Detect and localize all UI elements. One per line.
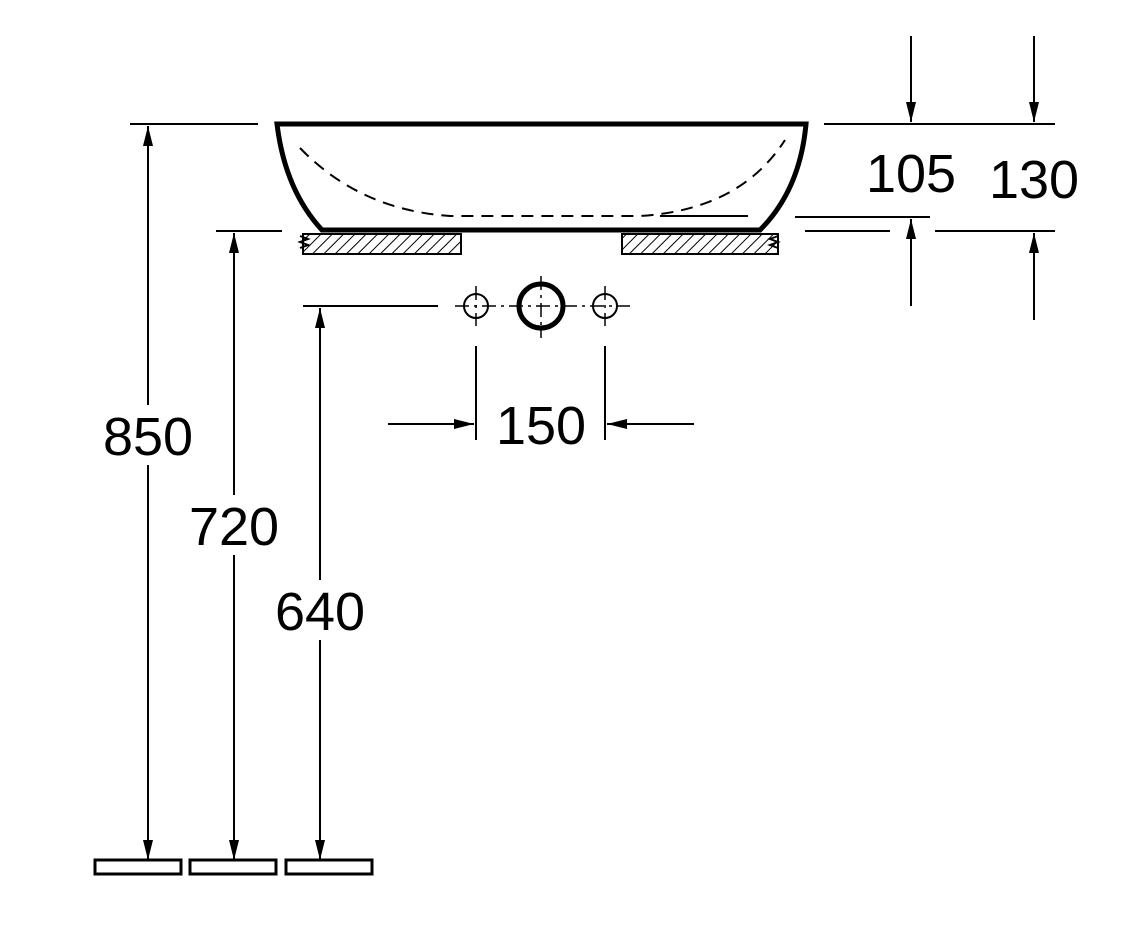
countertop-left-hatch <box>302 233 462 255</box>
floor-block-3 <box>284 858 374 876</box>
connections <box>455 276 630 338</box>
label-basin-inner-depth: 105 <box>866 144 956 204</box>
basin-body <box>274 121 809 233</box>
floor <box>93 858 374 876</box>
label-basin-bottom-height: 720 <box>189 497 279 557</box>
basin-inner-bowl <box>299 139 786 217</box>
extension-lines <box>130 123 1055 440</box>
label-tap-spacing: 150 <box>496 396 586 456</box>
countertop <box>297 233 781 255</box>
break-mark-right <box>767 235 781 249</box>
floor-block-1 <box>93 858 183 876</box>
label-total-height: 850 <box>103 407 193 467</box>
break-mark-left <box>297 235 311 249</box>
label-basin-outer-height: 130 <box>989 150 1079 210</box>
dimension-lines <box>143 36 1039 860</box>
floor-block-2 <box>188 858 278 876</box>
countertop-right-hatch <box>621 233 779 255</box>
label-waste-height: 640 <box>275 582 365 642</box>
basin-outline <box>274 121 809 233</box>
